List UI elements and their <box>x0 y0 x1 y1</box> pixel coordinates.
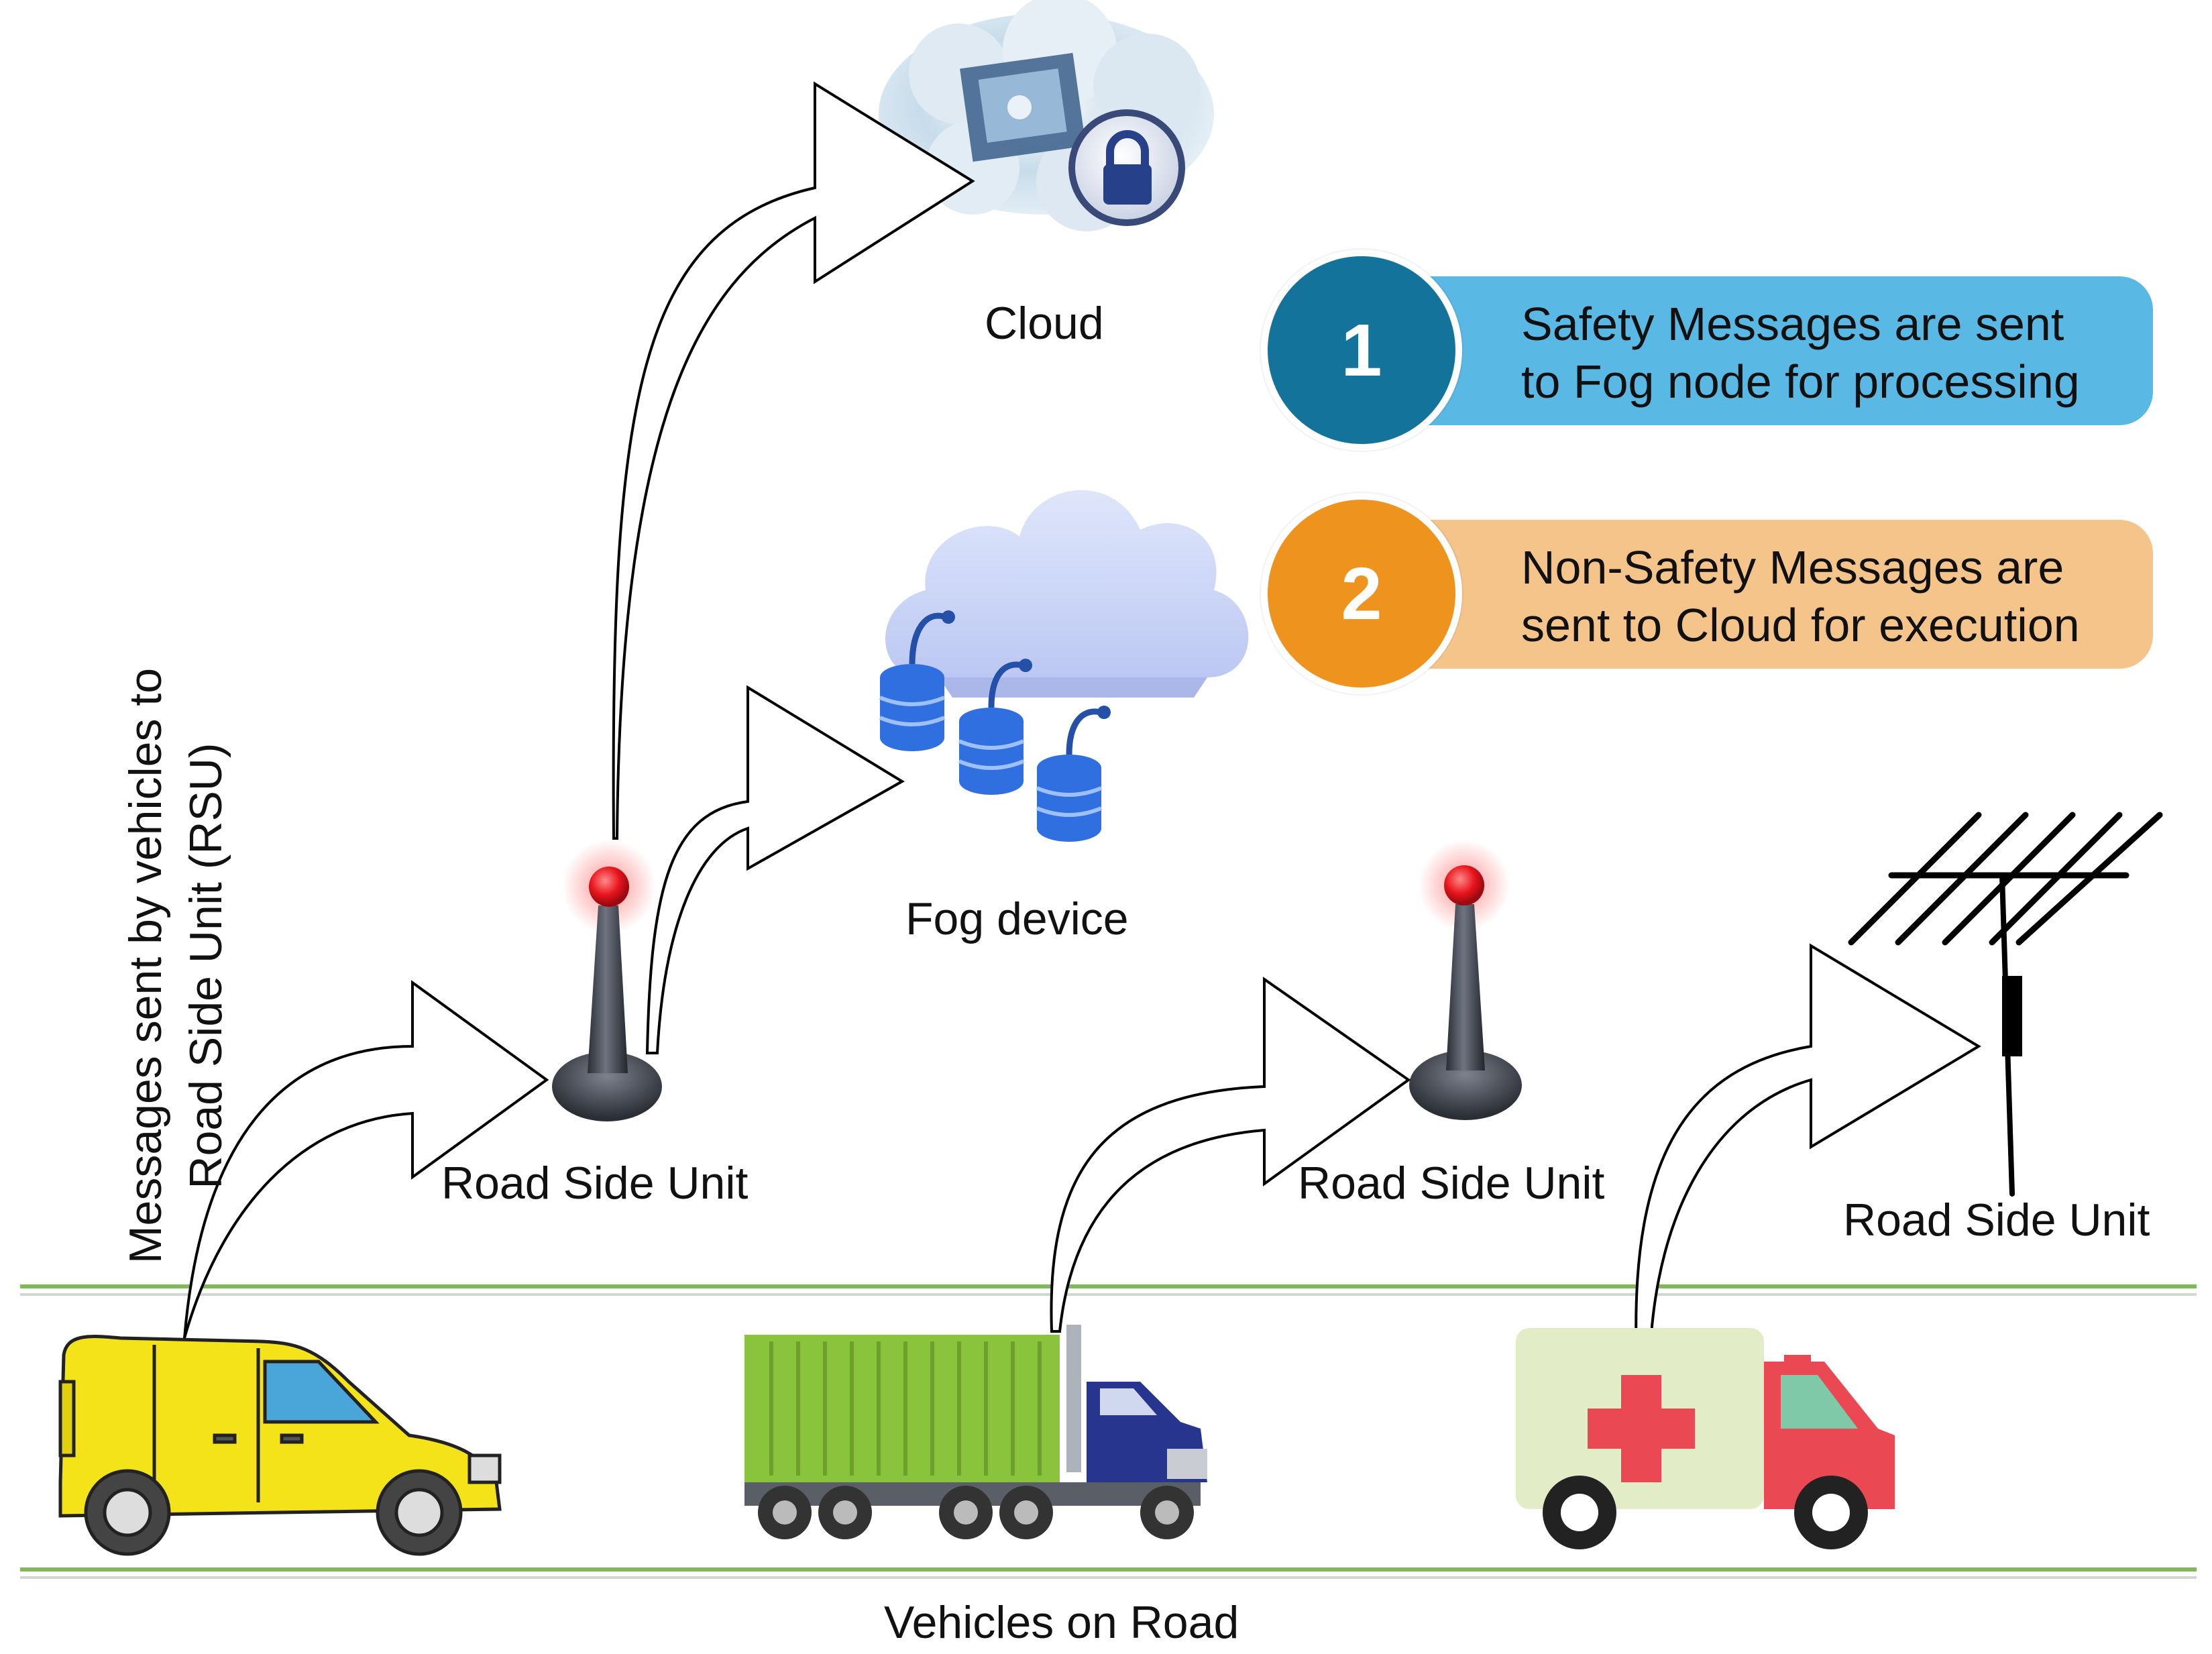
ambulance-icon <box>1516 1328 1895 1549</box>
legend-badge-1: 1 <box>1261 250 1462 451</box>
legend-badge-2: 2 <box>1261 493 1462 694</box>
rsu-label-2: Road Side Unit <box>1298 1158 1605 1209</box>
side-label-line2: Road Side Unit (RSU) <box>180 742 231 1189</box>
arrow-ambulance-to-rsu <box>1635 943 1981 1356</box>
side-label: Messages sent by vehicles to Road Side U… <box>115 668 236 1264</box>
legend-1-line2: to Fog node for processing <box>1521 355 2080 408</box>
yagi-antenna-icon <box>1848 812 2163 1197</box>
cloud-label: Cloud <box>985 298 1104 349</box>
cloud-lock-icon <box>879 0 1214 231</box>
road-label: Vehicles on Road <box>884 1597 1239 1648</box>
legend-bar-1 <box>1402 276 2153 425</box>
road <box>20 1284 2197 1579</box>
fog-database-icon <box>879 490 1249 842</box>
arrow-rsu-to-cloud <box>612 81 975 840</box>
legend-text-2: Non-Safety Messages are sent to Cloud fo… <box>1521 539 2080 654</box>
legend-1-line1: Safety Messages are sent <box>1521 298 2064 350</box>
side-label-line1: Messages sent by vehicles to <box>120 667 171 1264</box>
fog-device-label: Fog device <box>905 893 1129 944</box>
rsu-label-3: Road Side Unit <box>1843 1195 2150 1246</box>
database-1 <box>879 610 955 751</box>
legend-2-line2: sent to Cloud for execution <box>1521 599 2080 651</box>
rsu-label-1: Road Side Unit <box>441 1158 749 1209</box>
yellow-van-icon <box>58 1335 502 1556</box>
arrow-rsu-to-fog <box>645 685 905 1054</box>
database-2 <box>958 659 1032 795</box>
arrow-van-to-rsu <box>183 980 549 1339</box>
antenna-tower-icon-1 <box>552 840 662 1121</box>
container-truck-icon <box>744 1325 1207 1539</box>
arrows <box>183 81 1981 1356</box>
legend-2-line1: Non-Safety Messages are <box>1521 541 2064 594</box>
database-3 <box>1036 706 1111 842</box>
legend-bar-2 <box>1402 520 2153 669</box>
antenna-tower-icon-2 <box>1409 840 1522 1120</box>
legend-text-1: Safety Messages are sent to Fog node for… <box>1521 295 2080 410</box>
arrow-truck-to-rsu <box>1050 977 1411 1333</box>
